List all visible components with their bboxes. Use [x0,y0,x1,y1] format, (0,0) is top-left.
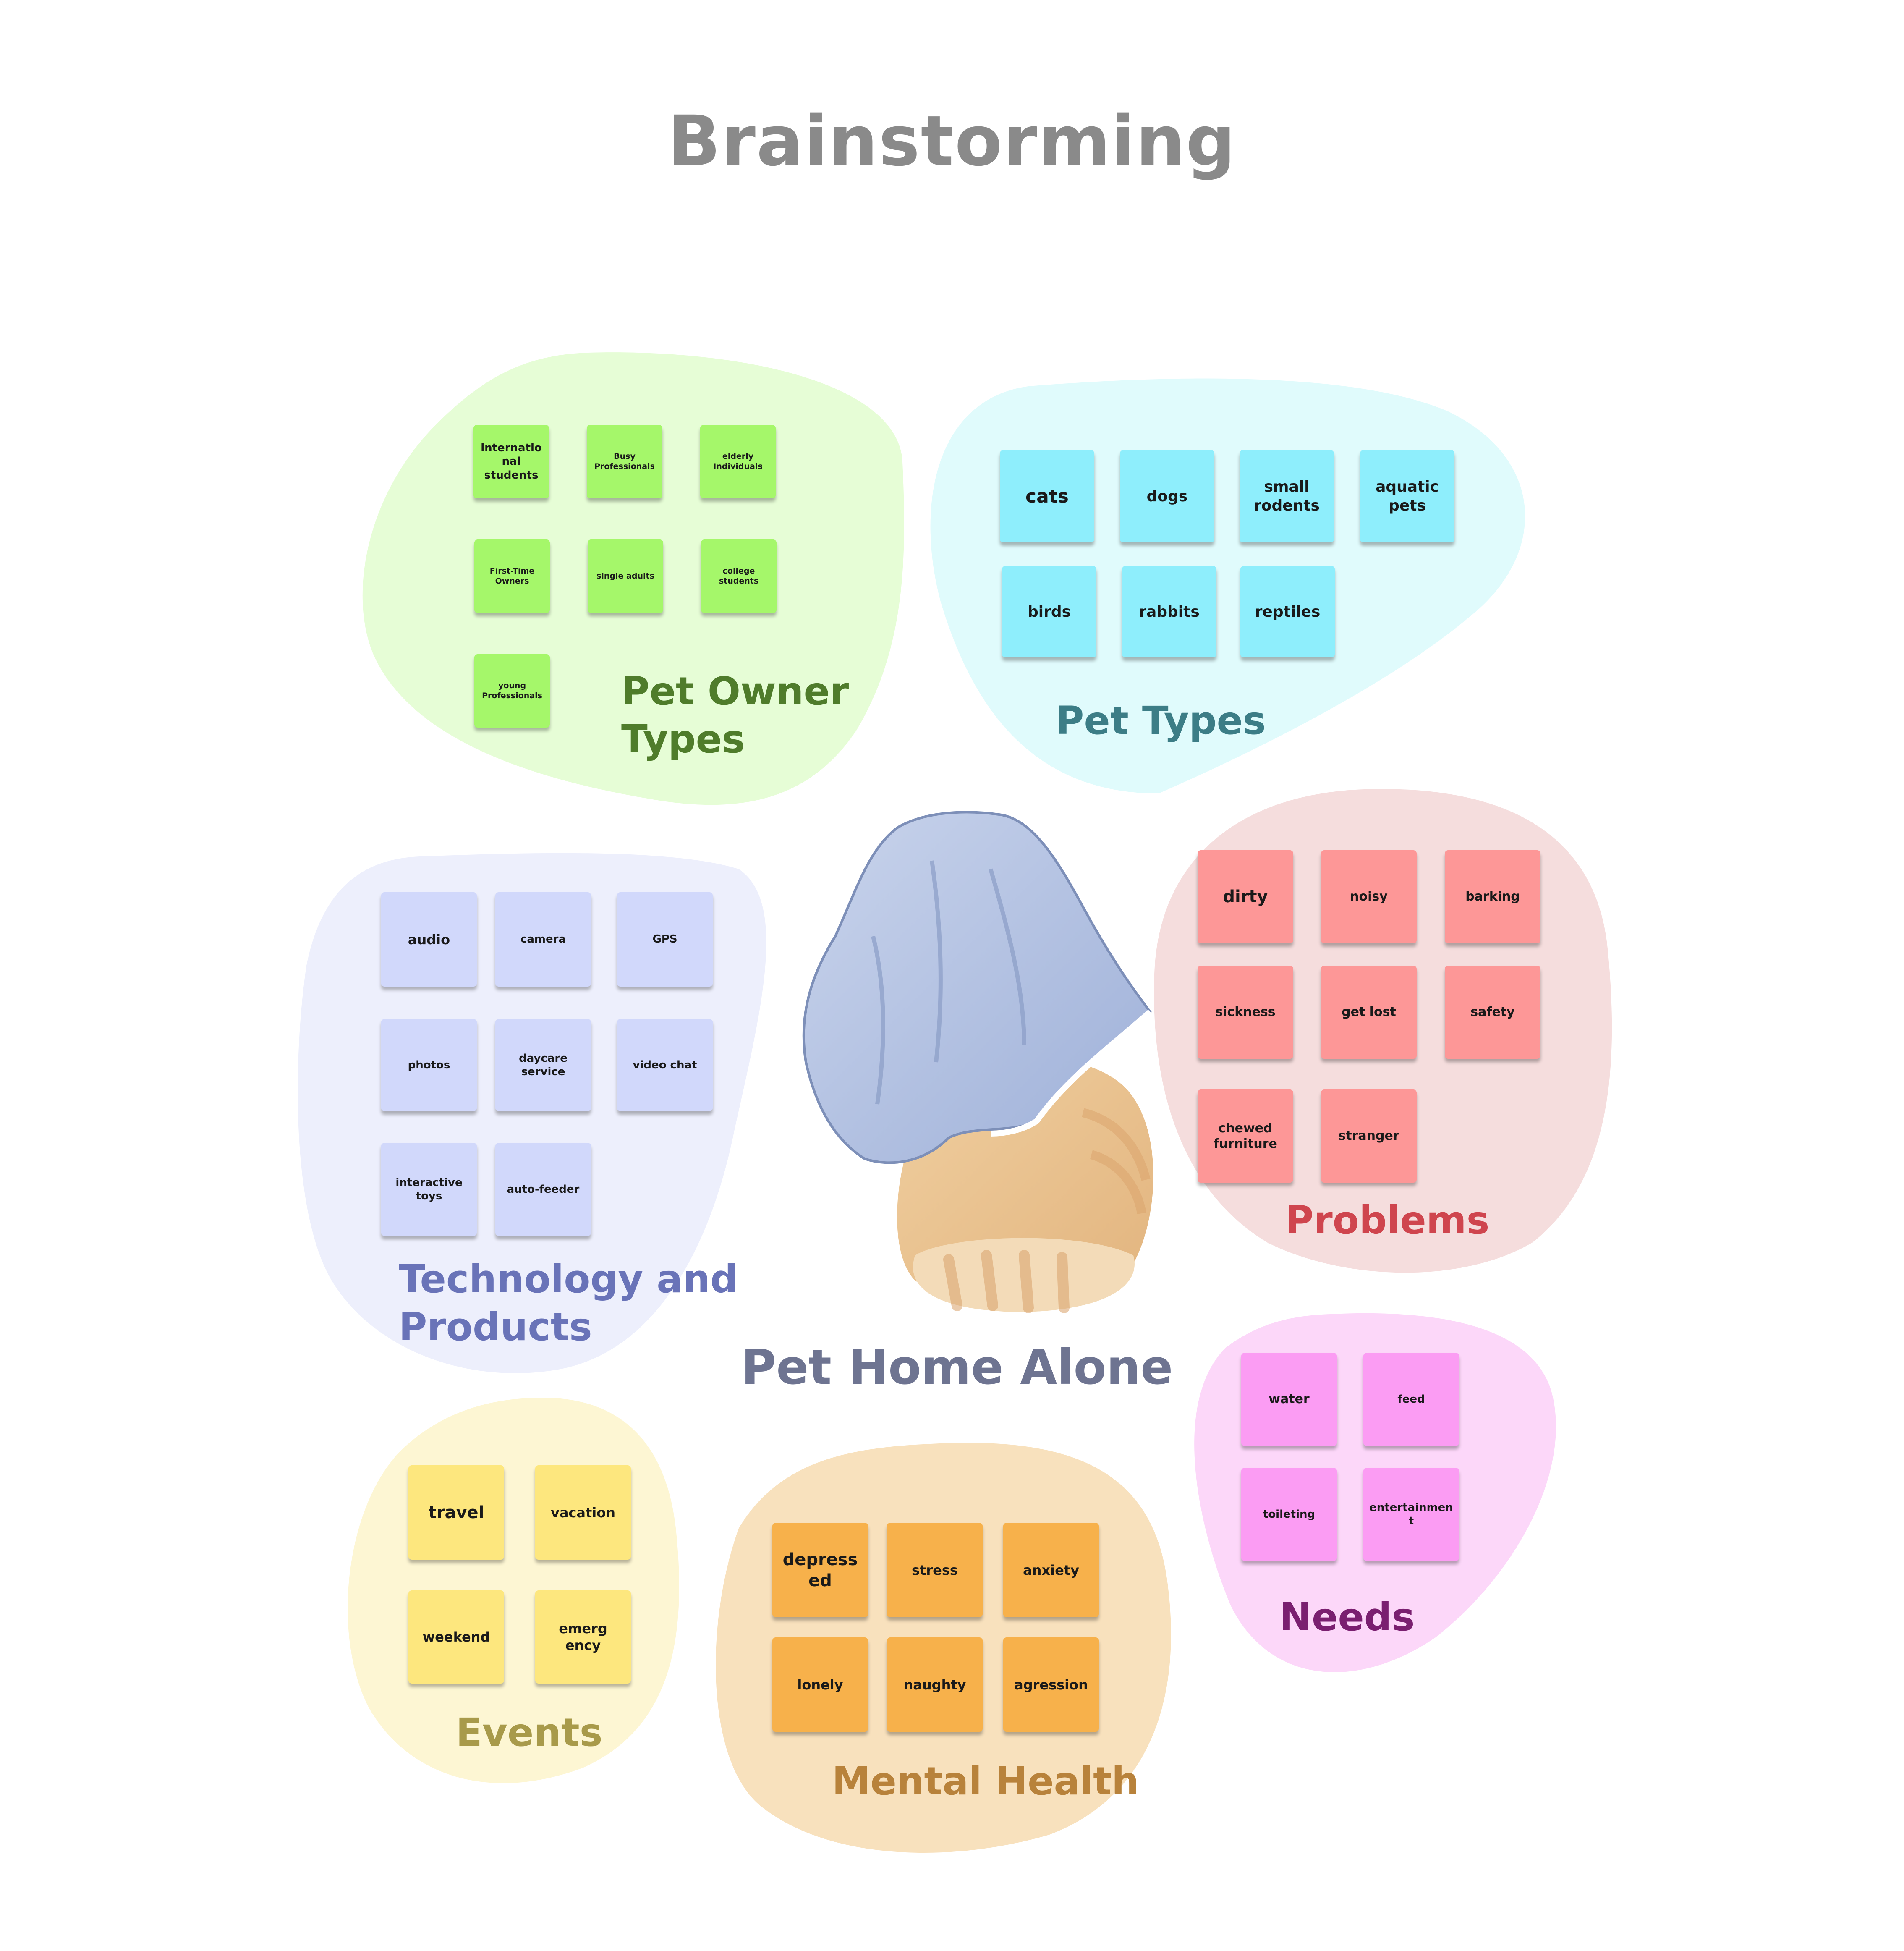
note-cats[interactable]: cats [1000,450,1094,542]
cluster-label-pet-types: Pet Types [1056,698,1266,743]
note-anxiety[interactable]: anxiety [1003,1523,1099,1617]
cluster-label-needs: Needs [1279,1595,1415,1639]
note-feed[interactable]: feed [1363,1353,1459,1446]
note-entertainment[interactable]: entertainment [1363,1468,1459,1561]
note-stranger[interactable]: stranger [1321,1089,1417,1183]
note-daycare-service[interactable]: daycare service [495,1019,591,1111]
board-title: Brainstorming [667,101,1237,181]
note-naughty[interactable]: naughty [887,1637,983,1732]
note-birds[interactable]: birds [1002,566,1096,657]
note-lonely[interactable]: lonely [772,1637,868,1732]
note-aquatic-pets[interactable]: aquatic pets [1360,450,1454,542]
note-college-students[interactable]: college students [701,539,777,613]
note-dirty[interactable]: dirty [1198,850,1293,943]
note-sickness[interactable]: sickness [1198,966,1293,1059]
cluster-label-pet-owner-types: Pet Owner Types [621,669,849,762]
note-auto-feeder[interactable]: auto-feeder [495,1143,591,1236]
note-get-lost[interactable]: get lost [1321,966,1417,1059]
cluster-label-events: Events [456,1710,603,1755]
note-first-time-owners[interactable]: First-Time Owners [474,539,550,613]
note-chewed-furniture[interactable]: chewed furniture [1198,1089,1293,1183]
note-audio[interactable]: audio [381,892,477,987]
note-water[interactable]: water [1241,1353,1337,1446]
center-topic-label: Pet Home Alone [741,1339,1173,1395]
cluster-label-mental-health: Mental Health [832,1759,1139,1804]
note-rabbits[interactable]: rabbits [1122,566,1216,657]
note-agression[interactable]: agression [1003,1637,1099,1732]
note-depressed[interactable]: depressed [772,1523,868,1617]
note-elderly-individuals[interactable]: elderly Individuals [700,425,776,498]
cluster-label-problems: Problems [1285,1198,1490,1243]
note-camera[interactable]: camera [495,892,591,987]
note-noisy[interactable]: noisy [1321,850,1417,943]
note-emergency[interactable]: emergency [535,1590,631,1684]
note-weekend[interactable]: weekend [408,1590,504,1684]
note-interactive-toys[interactable]: interactive toys [381,1143,477,1236]
cat-under-blanket-illustration [802,811,1153,1313]
note-small-rodents[interactable]: small rodents [1240,450,1334,542]
note-vacation[interactable]: vacation [535,1465,631,1560]
note-stress[interactable]: stress [887,1523,983,1617]
note-busy-professionals[interactable]: Busy Professionals [587,425,662,498]
note-video-chat[interactable]: video chat [617,1019,713,1111]
note-safety[interactable]: safety [1445,966,1540,1059]
cluster-label-technology: Technology and Products [399,1257,738,1349]
note-travel[interactable]: travel [408,1465,504,1560]
note-dogs[interactable]: dogs [1120,450,1214,542]
note-international-students[interactable]: international students [473,425,549,498]
note-photos[interactable]: photos [381,1019,477,1111]
note-gps[interactable]: GPS [617,892,713,987]
note-single-adults[interactable]: single adults [588,539,663,613]
note-barking[interactable]: barking [1445,850,1540,943]
note-reptiles[interactable]: reptiles [1240,566,1335,657]
note-toileting[interactable]: toileting [1241,1468,1337,1561]
note-young-professionals[interactable]: young Professionals [474,654,550,728]
